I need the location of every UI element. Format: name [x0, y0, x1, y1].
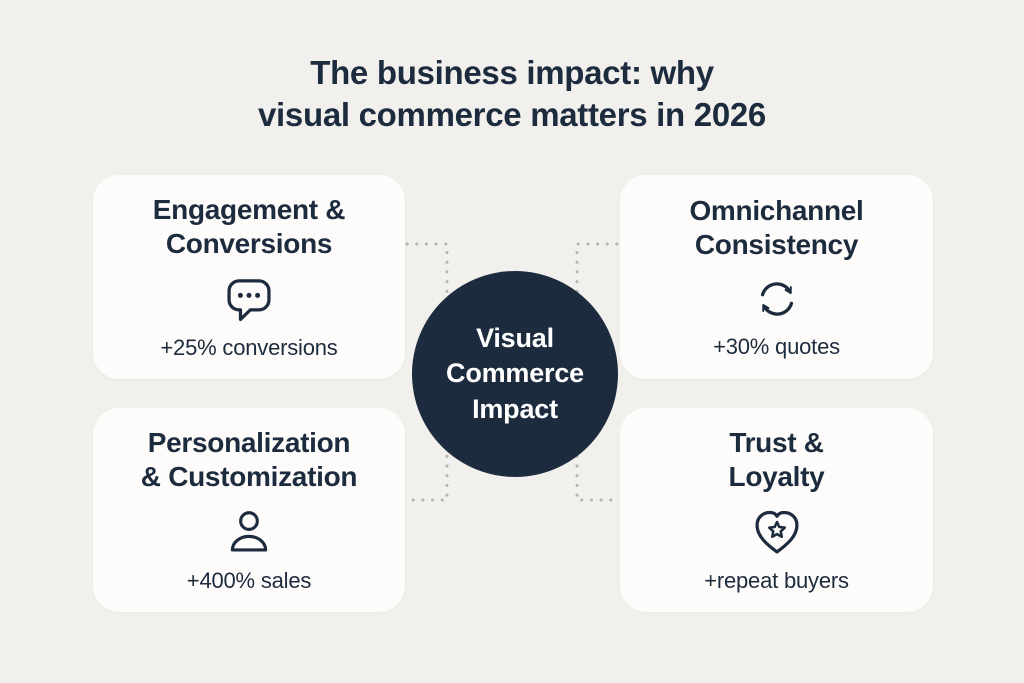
card-omnichannel-consistency: Omnichannel Consistency +30% quotes [620, 175, 933, 379]
card-trust-loyalty: Trust & Loyalty +repeat buyers [620, 408, 933, 612]
sync-arrows-icon [760, 282, 793, 316]
card-engagement-conversions: Engagement & Conversions +25% conversion… [93, 175, 405, 379]
center-circle-line-3: Impact [472, 393, 558, 424]
card-title: Personalization & Customization [140, 426, 358, 494]
card-title-line-1: Omnichannel [689, 194, 864, 226]
card-stat: +25% conversions [160, 335, 338, 361]
page-title: The business impact: why visual commerce… [0, 52, 1024, 136]
card-title-line-1: Personalization [147, 426, 351, 458]
card-title-line-2: Consistency [694, 229, 859, 260]
card-title-line-2: Loyalty [728, 461, 825, 492]
card-title-line-1: Trust & [729, 426, 824, 458]
card-stat: +30% quotes [713, 334, 840, 360]
card-stat: +400% sales [186, 568, 312, 594]
center-circle: Visual Commerce Impact [412, 271, 618, 477]
card-title: Trust & Loyalty [729, 426, 825, 494]
connector-left-bracket [405, 242, 449, 502]
title-line-2: visual commerce matters in 2026 [258, 96, 766, 134]
card-stat: +repeat buyers [704, 568, 849, 594]
card-title: Omnichannel Consistency [689, 194, 863, 262]
card-personalization-customization: Personalization & Customization +400% sa… [93, 408, 405, 612]
card-title-line-1: Engagement & [152, 193, 346, 225]
title-line-1: The business impact: why [310, 54, 714, 91]
center-circle-line-1: Visual [476, 323, 554, 354]
heart-star-icon [754, 511, 799, 554]
connector-right-bracket [575, 242, 619, 502]
card-title-line-2: & Customization [140, 461, 358, 492]
card-title-line-2: Conversions [165, 228, 333, 259]
card-title: Engagement & Conversions [152, 193, 346, 261]
person-icon [230, 511, 268, 552]
center-circle-line-2: Commerce [446, 358, 584, 389]
chat-bubble-icon [227, 279, 271, 322]
